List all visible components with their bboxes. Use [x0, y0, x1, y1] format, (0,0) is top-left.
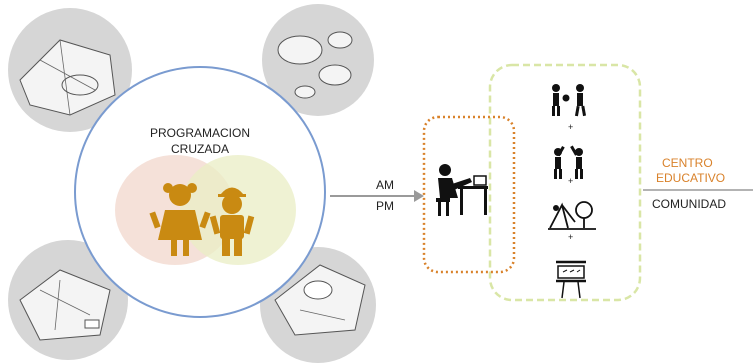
illustration-bottom-left — [8, 240, 128, 360]
center-title-line1: PROGRAMACION — [149, 126, 250, 140]
illustration-top-right — [262, 4, 374, 116]
teacher-at-desk-icon — [436, 164, 488, 216]
high-five-kids-icon — [554, 145, 583, 179]
center-title-line2: CRUZADA — [170, 142, 229, 156]
playing-kids-icon — [552, 84, 587, 117]
pm-label: PM — [376, 199, 394, 213]
plus-2: + — [568, 176, 574, 186]
green-dashed-box — [488, 63, 642, 302]
girl-icon — [149, 183, 211, 256]
boy-icon — [209, 187, 255, 256]
plus-1: + — [568, 122, 574, 132]
blackboard-icon — [556, 260, 586, 299]
orange-dotted-box — [422, 115, 516, 274]
arrow-head — [414, 190, 424, 202]
centro-label: CENTRO — [662, 156, 713, 170]
educativo-label: EDUCATIVO — [656, 171, 726, 185]
center-title: PROGRAMACION CRUZADA — [130, 125, 270, 157]
illustration-top-left — [8, 8, 132, 132]
comunidad-label: COMUNIDAD — [652, 197, 726, 211]
am-label: AM — [376, 178, 394, 192]
plus-3: + — [568, 232, 574, 242]
playground-icon — [548, 201, 596, 230]
